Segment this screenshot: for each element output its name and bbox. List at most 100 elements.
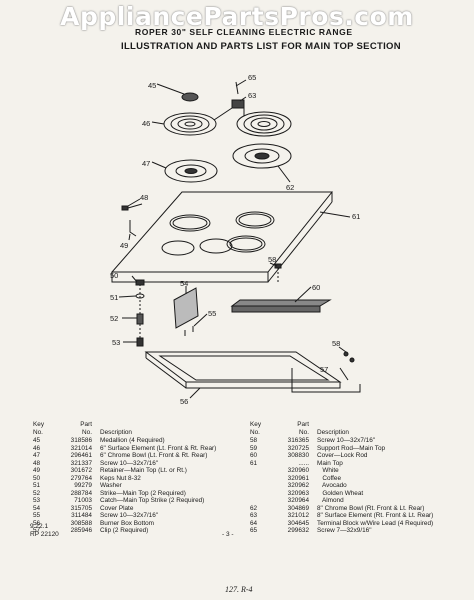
part-description: Support Rod—Main Top (317, 444, 386, 452)
callout-61: 61 (352, 212, 360, 221)
part-description: Keps Nut 8-32 (100, 474, 141, 482)
part-description: 8" Surface Element (Rt. Front & Lt. Rear… (317, 512, 434, 519)
part-key: 62 (250, 504, 258, 512)
part-key: 46 (33, 444, 41, 452)
part-number: 71003 (74, 497, 92, 504)
part-key: 45 (33, 437, 41, 444)
part-number: 320962 (287, 482, 309, 489)
burner-box-bottom (144, 351, 342, 389)
part-key: 53 (33, 497, 41, 504)
part-number: 285946 (70, 527, 92, 534)
table-row: 320960 White (250, 467, 433, 475)
callout-46: 46 (142, 119, 150, 128)
part-number: 304645 (287, 519, 309, 527)
part-key (250, 482, 274, 490)
medallion-part (181, 92, 199, 102)
callout-47: 47 (142, 159, 150, 168)
table-row: 53 71003 Catch—Main Top Strike (2 Required… (33, 497, 216, 505)
callout-58-bottom: 58 (332, 339, 340, 348)
part-description: 8" Chrome Bowl (Rt. Front & Lt. Rear) (317, 504, 425, 512)
part-number: 304869 (287, 504, 309, 512)
callout-56: 56 (180, 397, 188, 406)
part-number: 320961 (287, 474, 309, 482)
callout-52: 52 (110, 314, 118, 323)
part-description: Main Top (317, 459, 343, 467)
page-number: - 3 - (222, 531, 234, 538)
part-description: 6" Surface Element (Lt. Front & Rt. Rear… (100, 444, 217, 452)
header-key: Key (250, 421, 262, 428)
table-row: 62 304869 8" Chrome Bowl (Rt. Front & Lt. … (250, 505, 433, 513)
main-top (110, 191, 334, 283)
part-description: Golden Wheat (317, 489, 364, 497)
callout-62: 62 (286, 183, 294, 192)
table-row: 45 318586 Medallion (4 Required) (33, 437, 216, 445)
part-key: 52 (33, 489, 41, 497)
header-key: Key (33, 421, 45, 428)
header-description: Description (100, 429, 132, 436)
header-part: Part (297, 421, 309, 428)
part-key: 63 (250, 512, 258, 519)
part-number: 316365 (287, 437, 309, 444)
part-key: 54 (33, 504, 41, 512)
callout-58-top: 58 (268, 255, 276, 264)
part-number: 318586 (70, 437, 92, 444)
part-description: Screw 7—32x9/16" (317, 527, 372, 534)
footer-date: 9.22.1 (30, 523, 49, 530)
table-row: 320961 Coffee (250, 475, 433, 483)
fastener-stack (135, 279, 145, 347)
part-description: Catch—Main Top Strike (2 Required) (100, 497, 205, 504)
part-number: ...... (298, 459, 309, 467)
part-description: Washer (100, 482, 122, 489)
part-number: 320964 (287, 497, 309, 504)
callout-45: 45 (148, 81, 156, 90)
part-description: Screw 10—32x7/16" (317, 437, 376, 444)
table-row: 47 296461 6" Chrome Bowl (Lt. Front & Rt. … (33, 452, 216, 460)
header-part-no: No. (299, 429, 309, 436)
part-number: 315705 (70, 504, 92, 512)
screw-part (235, 81, 239, 95)
part-description: 6" Chrome Bowl (Lt. Front & Rt. Rear) (100, 452, 208, 459)
header-part: Part (80, 421, 92, 428)
part-number: 299632 (287, 527, 309, 534)
part-number: 308830 (287, 452, 309, 459)
callout-57: 57 (320, 365, 328, 374)
part-description: Cover Plate (100, 504, 134, 512)
callout-50: 50 (110, 271, 118, 280)
terminal-block-part (231, 99, 245, 109)
callout-49: 49 (120, 241, 128, 250)
handwritten-note: 127. R-4 (225, 585, 253, 594)
callout-51: 51 (110, 293, 118, 302)
chrome-bowl-8in (232, 143, 292, 169)
part-key (250, 490, 274, 498)
table-row: 320964 Almond (250, 497, 433, 505)
exploded-diagram: 45 65 63 46 62 47 48 61 49 58 50 60 54 5… (110, 73, 361, 406)
part-description: Strike—Main Top (2 Required) (100, 489, 186, 497)
lock-rod-cover-part (230, 299, 332, 307)
part-description: Medallion (4 Required) (100, 437, 165, 444)
part-number: 320725 (287, 444, 309, 452)
part-key: 47 (33, 452, 41, 459)
part-key (250, 497, 274, 505)
part-number: 321337 (70, 459, 92, 467)
part-description: Retainer—Main Top (Lt. or Rt.) (100, 467, 187, 474)
part-number: 311484 (71, 512, 92, 519)
part-number: 296461 (70, 452, 92, 459)
surface-element-8in (236, 106, 292, 137)
part-description: Burner Box Bottom (100, 519, 154, 527)
part-key: 55 (33, 512, 41, 519)
footer-code: RP 22120 (30, 531, 59, 538)
page-title: ROPER 30" SELF CLEANING ELECTRIC RANGE (135, 27, 353, 37)
part-key (250, 475, 274, 483)
part-description: Coffee (317, 474, 342, 482)
part-number: 279764 (70, 474, 92, 482)
callout-53: 53 (112, 338, 120, 347)
part-key (250, 467, 274, 475)
